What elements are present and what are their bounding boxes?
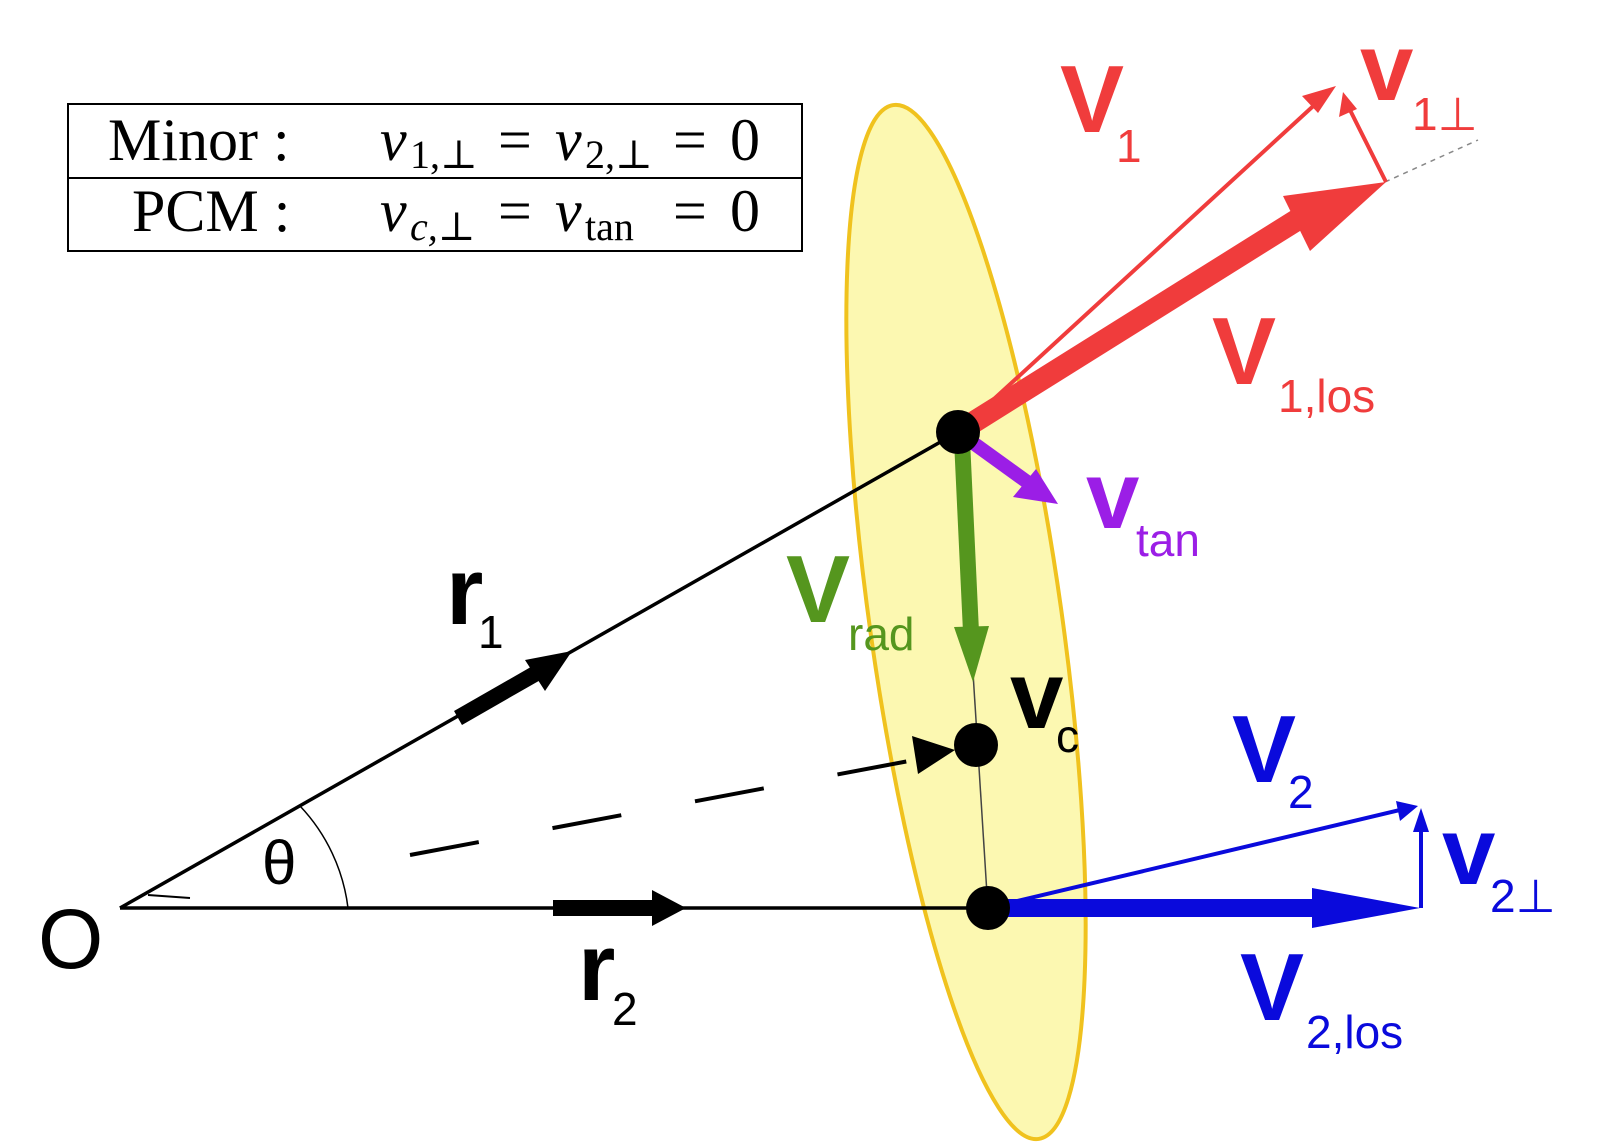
legend-pcm-vc: v (380, 178, 407, 244)
legend-minor-v1: v (380, 107, 407, 173)
legend-minor-eq1: = (498, 107, 532, 173)
v1perp-line (1348, 109, 1388, 183)
v2-arrowhead-icon (1396, 801, 1418, 821)
v1los-arrowhead-icon (1283, 182, 1386, 251)
v1los-sub-label: 1,los (1278, 370, 1375, 422)
legend-pcm-vc-sub: c,⊥ (410, 204, 475, 249)
r1-sub-label: 1 (478, 606, 504, 658)
legend-pcm-label: PCM : (132, 178, 290, 244)
v2los-label: V (1240, 934, 1304, 1041)
legend-row-2-border (67, 177, 803, 252)
legend-row-1-border (67, 103, 803, 179)
v1los-shaft (952, 208, 1306, 442)
vrad-shaft (954, 439, 979, 633)
theta-label: θ (262, 829, 296, 898)
legend-pcm-vc-sub-text: c,⊥ (410, 204, 475, 249)
v2los-arrowhead-icon (1312, 888, 1420, 928)
vrad-arrowhead-icon (954, 626, 989, 682)
v2perp-arrowhead-icon (1413, 808, 1429, 832)
origin-label: O (38, 892, 103, 986)
vtan-sub-label: tan (1136, 514, 1200, 566)
v1perp-arrowhead-icon (1339, 92, 1357, 117)
v2perp-label: v (1442, 798, 1495, 905)
v2-sub-label: 2 (1288, 766, 1314, 818)
point-c-dot (954, 723, 998, 767)
vtan-label: v (1086, 442, 1139, 549)
r1-label: r (446, 538, 483, 645)
vtan-arrowhead-icon (1013, 469, 1058, 504)
theta-small-mark (147, 894, 191, 899)
vrad-label: V (786, 536, 850, 643)
legend-minor-label: Minor : (108, 107, 290, 173)
vc-arrowhead-icon (912, 736, 955, 774)
r1-arrowhead-icon (525, 651, 572, 691)
r1-arrow-shaft (454, 664, 544, 725)
theta-arc (299, 805, 349, 909)
v1los-label: V (1212, 298, 1276, 405)
legend-pcm-vtan: v (555, 178, 582, 244)
point-2-dot (966, 886, 1010, 930)
legend-minor-zero: 0 (730, 107, 760, 173)
v1-sub-label: 1 (1116, 120, 1142, 172)
v1-arrowhead-icon (1302, 86, 1336, 113)
v2-label: V (1232, 696, 1296, 803)
legend-minor-eq2: = (673, 107, 707, 173)
legend-pcm-eq2: = (673, 178, 707, 244)
legend-minor-v2-sub: 2,⊥ (585, 132, 653, 177)
legend-pcm-vtan-sub: tan (585, 204, 634, 249)
vc-label: v (1010, 642, 1063, 749)
vc-dashed-line (409, 755, 931, 857)
v2los-sub-label: 2,los (1306, 1006, 1403, 1058)
v2-line (987, 808, 1401, 910)
v1los-extension (1384, 139, 1479, 183)
vc-sub-label: c (1056, 710, 1079, 762)
v1-label: V (1060, 46, 1124, 153)
vrad-sub-label: rad (848, 608, 914, 660)
v1-line (956, 96, 1324, 434)
v1perp-sub-label: 1⊥ (1412, 88, 1478, 140)
r2-arrow-shaft (553, 900, 658, 916)
legend-box: Minor : v 1,⊥ = v 2,⊥ = 0 PCM : v c,⊥ = … (67, 103, 803, 252)
v1perp-label: v (1360, 14, 1413, 121)
v2perp-sub-label: 2⊥ (1490, 870, 1556, 922)
legend-minor-v2: v (555, 107, 582, 173)
v2los-shaft (988, 899, 1318, 917)
legend-pcm-eq1: = (498, 178, 532, 244)
r2-label: r (578, 914, 615, 1021)
legend-pcm-zero: 0 (730, 178, 760, 244)
legend-minor-v1-sub: 1,⊥ (410, 132, 478, 177)
r2-arrowhead-icon (652, 890, 686, 926)
point-1-dot (936, 410, 980, 454)
r2-sub-label: 2 (612, 983, 638, 1035)
